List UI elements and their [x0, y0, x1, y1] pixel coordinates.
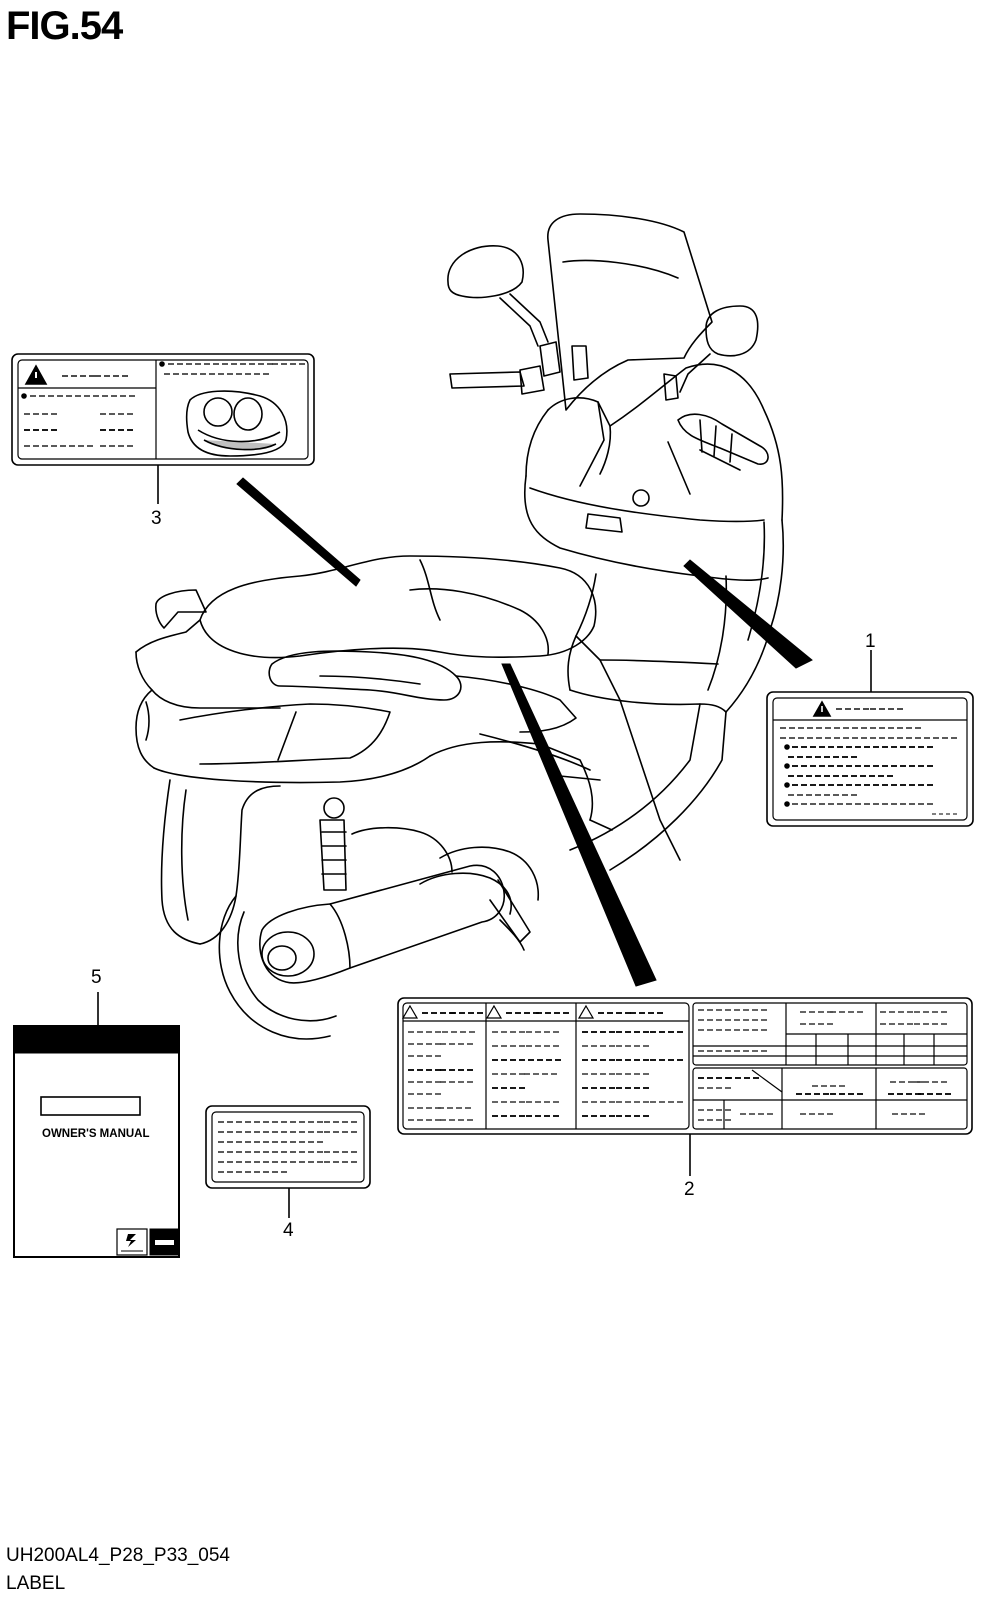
- label-3: [11, 353, 315, 504]
- label-4: [205, 1105, 371, 1218]
- callout-2: 2: [684, 1179, 695, 1200]
- brand-logo-icon: [126, 1234, 136, 1247]
- figure-code: UH200AL4_P28_P33_054: [6, 1545, 230, 1566]
- figure-title: FIG.54: [6, 4, 123, 48]
- figure-name: LABEL: [6, 1573, 66, 1594]
- label-1: [766, 650, 974, 827]
- callout-5: 5: [91, 967, 102, 988]
- scooter-drawing: [135, 213, 785, 1040]
- pointer-wedges: [236, 477, 813, 987]
- callout-1: 1: [865, 631, 876, 652]
- owners-manual: OWNER'S MANUAL: [13, 992, 180, 1258]
- manual-cover-text: OWNER'S MANUAL: [42, 1128, 150, 1140]
- callout-4: 4: [283, 1220, 294, 1241]
- callout-3: 3: [151, 508, 162, 529]
- label-2: [397, 997, 973, 1176]
